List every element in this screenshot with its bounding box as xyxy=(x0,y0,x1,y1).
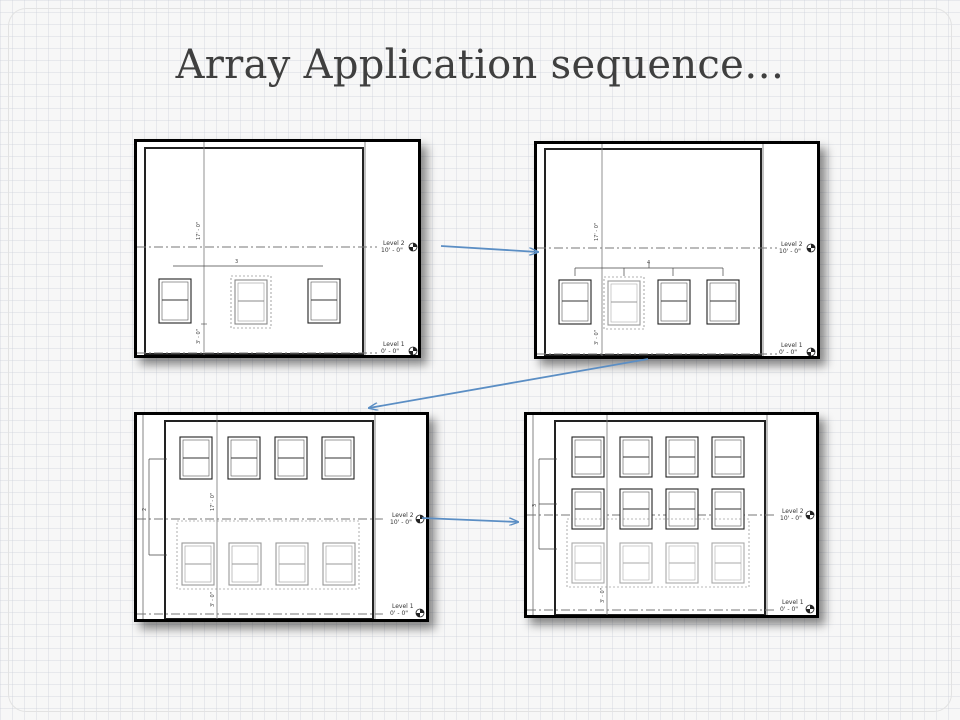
slide-title: Array Application sequence… xyxy=(175,42,785,88)
array-count: 4 xyxy=(647,260,650,266)
level-1-elevation: 0' - 0" xyxy=(780,606,798,613)
level-target-icon xyxy=(415,514,425,524)
level-target-icon xyxy=(805,510,815,520)
level-2-elevation: 10' - 0" xyxy=(780,515,802,522)
panel-step-1: 17' - 0" 3' - 0" 3 Level 2 10' - 0" xyxy=(134,139,421,358)
window xyxy=(711,488,745,530)
array-bracket xyxy=(148,458,167,556)
wall-outline xyxy=(144,147,364,355)
array-count: 2 xyxy=(142,508,148,511)
arrow-step-3-to-4 xyxy=(421,517,518,522)
level-1-elevation: 0' - 0" xyxy=(390,610,408,617)
level-1-elevation: 0' - 0" xyxy=(779,349,797,356)
window-selected xyxy=(711,542,745,584)
window xyxy=(179,436,213,480)
window xyxy=(619,488,653,530)
wall-outline xyxy=(164,420,374,619)
window xyxy=(706,279,740,325)
window xyxy=(274,436,308,480)
window xyxy=(571,436,605,478)
window-selected xyxy=(322,542,356,586)
panel-step-4: 17' - 0" 3' - 0" 3 xyxy=(524,412,819,618)
window-selected xyxy=(181,542,215,586)
level-1-name: Level 1 xyxy=(383,341,405,348)
level-1-elevation: 0' - 0" xyxy=(381,348,399,355)
level-1-name: Level 1 xyxy=(392,603,414,610)
window xyxy=(657,279,691,325)
dimension-lower: 3' - 0" xyxy=(594,330,600,345)
level-target-icon xyxy=(805,604,815,614)
window-selected xyxy=(228,542,262,586)
level-1-name: Level 1 xyxy=(782,599,804,606)
level-2-elevation: 10' - 0" xyxy=(779,248,801,255)
level-2-name: Level 2 xyxy=(383,240,405,247)
array-bracket xyxy=(538,458,557,550)
window xyxy=(227,436,261,480)
dimension-lower: 3' - 0" xyxy=(210,592,216,607)
wall-outline xyxy=(544,148,762,356)
level-target-icon xyxy=(415,608,425,618)
arrow-step-2-to-3 xyxy=(369,358,649,408)
window xyxy=(711,436,745,478)
window xyxy=(619,436,653,478)
level-2-name: Level 2 xyxy=(782,508,804,515)
window xyxy=(307,278,341,324)
window-selected xyxy=(665,542,699,584)
level-2-elevation: 10' - 0" xyxy=(381,247,403,254)
array-count: 3 xyxy=(532,504,538,507)
dimension-upper: 17' - 0" xyxy=(210,493,216,511)
panel-step-3: 17' - 0" 3' - 0" 2 xyxy=(134,412,429,622)
window-selected xyxy=(275,542,309,586)
array-bracket xyxy=(574,262,724,276)
level-target-icon xyxy=(806,347,816,356)
elevation-drawing-step-2: 17' - 0" 3' - 0" 4 xyxy=(537,144,816,356)
level-2-elevation: 10' - 0" xyxy=(390,519,412,526)
window-selected xyxy=(230,275,272,329)
window xyxy=(321,436,355,480)
array-count: 3 xyxy=(235,259,238,265)
level-target-icon xyxy=(408,242,418,252)
selection-box xyxy=(566,518,750,588)
window-selected xyxy=(619,542,653,584)
elevation-drawing-step-3: 17' - 0" 3' - 0" 2 xyxy=(137,415,425,619)
dimension-lower: 3' - 0" xyxy=(196,329,202,344)
elevation-drawing-step-4: 17' - 0" 3' - 0" 3 xyxy=(527,415,815,615)
selection-box xyxy=(176,520,360,590)
window-selected xyxy=(603,276,645,330)
level-2-name: Level 2 xyxy=(392,512,414,519)
window xyxy=(665,436,699,478)
level-2-name: Level 2 xyxy=(781,241,803,248)
window xyxy=(571,488,605,530)
window xyxy=(558,279,592,325)
dimension-upper: 17' - 0" xyxy=(196,222,202,240)
dimension-upper: 17' - 0" xyxy=(594,223,600,241)
dimension-lower: 3' - 0" xyxy=(600,588,606,603)
panel-step-2: 17' - 0" 3' - 0" 4 xyxy=(534,141,820,359)
window xyxy=(158,278,192,324)
level-target-icon xyxy=(408,346,418,355)
window xyxy=(665,488,699,530)
level-1-name: Level 1 xyxy=(781,342,803,349)
elevation-drawing-step-1: 17' - 0" 3' - 0" 3 Level 2 10' - 0" xyxy=(137,142,418,355)
window-selected xyxy=(571,542,605,584)
level-target-icon xyxy=(806,243,816,253)
arrow-step-1-to-2 xyxy=(440,245,538,252)
wall-outline xyxy=(554,420,766,615)
